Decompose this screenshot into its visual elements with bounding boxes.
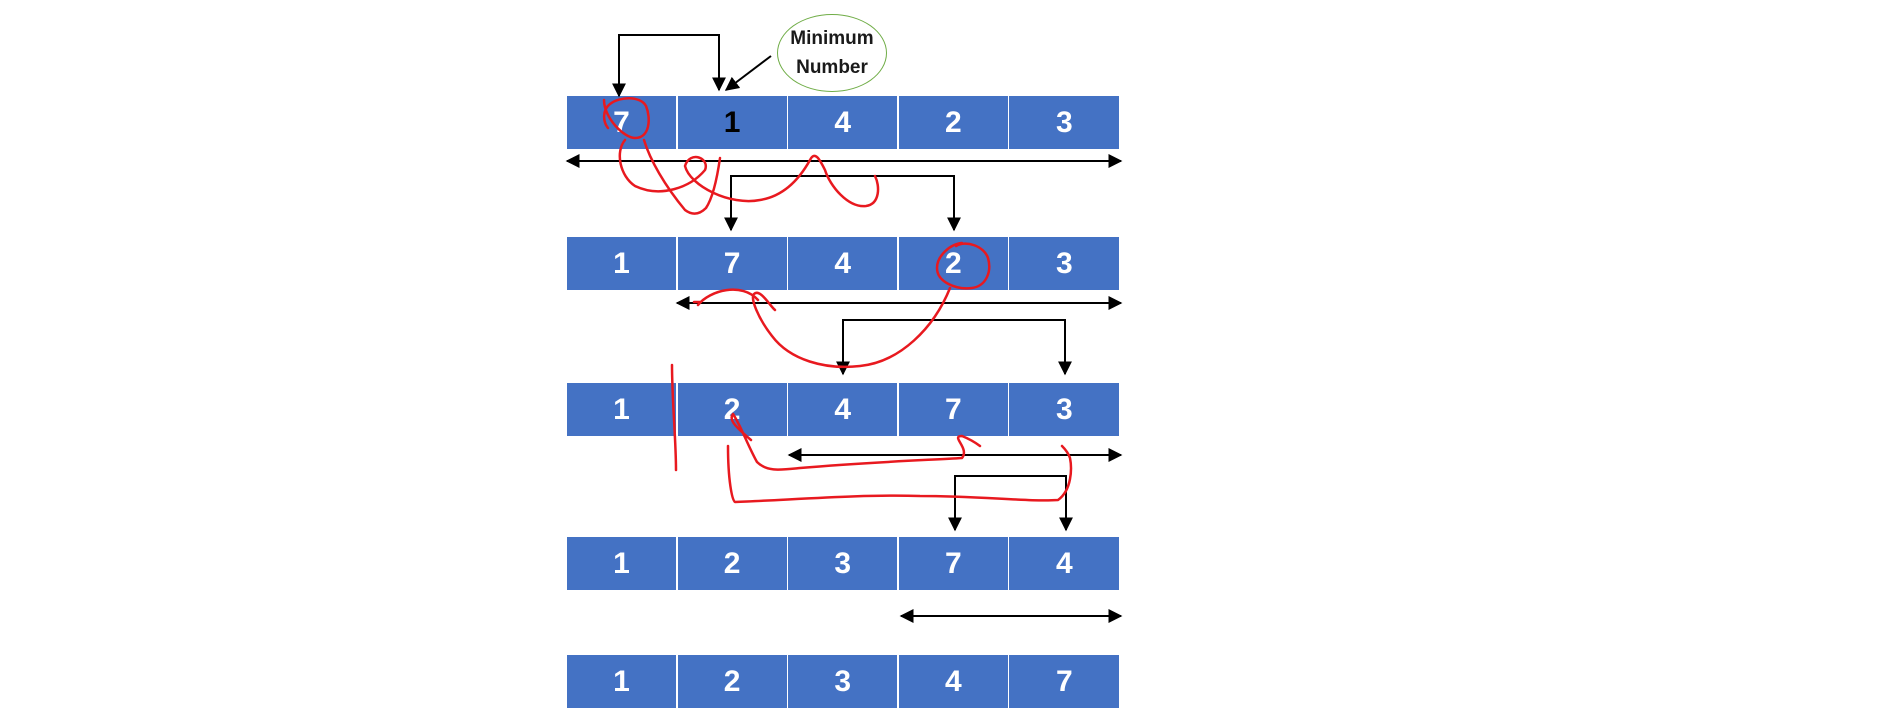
- array-cell: 2: [677, 383, 788, 436]
- array-cell: 4: [1009, 537, 1120, 590]
- array-cell: 1: [567, 537, 677, 590]
- swap-arrow-2: [724, 175, 961, 232]
- red-circle-7: [602, 97, 650, 140]
- array-cell: 1: [567, 383, 677, 436]
- red-circle-2: [935, 241, 991, 290]
- array-cell: 7: [567, 96, 677, 149]
- minimum-number-callout: Minimum Number: [777, 14, 887, 92]
- array-cell: 7: [898, 537, 1009, 590]
- array-cell: 3: [788, 655, 899, 708]
- array-cell: 1: [677, 96, 788, 149]
- array-cell: 7: [1009, 655, 1120, 708]
- array-cell: 3: [1009, 96, 1120, 149]
- swap-arrow-4: [948, 475, 1073, 532]
- array-cell: 1: [567, 655, 677, 708]
- red-scribble-1: [618, 138, 880, 215]
- swap-arrow-1: [612, 34, 726, 98]
- swap-arrow-3: [836, 319, 1072, 376]
- array-cell: 4: [898, 655, 1009, 708]
- array-cell: 4: [788, 383, 899, 436]
- array-cell: 4: [788, 237, 899, 290]
- array-cell: 3: [1009, 383, 1120, 436]
- red-scribble-2: [692, 286, 952, 369]
- array-cell: 2: [677, 655, 788, 708]
- array-cell: 3: [1009, 237, 1120, 290]
- array-cell: 2: [898, 96, 1009, 149]
- callout-line-1: Minimum: [790, 28, 874, 49]
- red-scribble-3: [726, 412, 1073, 504]
- array-cell: 3: [788, 537, 899, 590]
- array-cell: 1: [567, 237, 677, 290]
- callout-line-2: Number: [796, 57, 868, 78]
- array-cell: 2: [677, 537, 788, 590]
- red-vertical-line: [670, 363, 678, 472]
- callout-pointer-arrow: [724, 55, 772, 91]
- array-cell: 7: [898, 383, 1009, 436]
- array-cell: 7: [677, 237, 788, 290]
- array-cell: 4: [788, 96, 899, 149]
